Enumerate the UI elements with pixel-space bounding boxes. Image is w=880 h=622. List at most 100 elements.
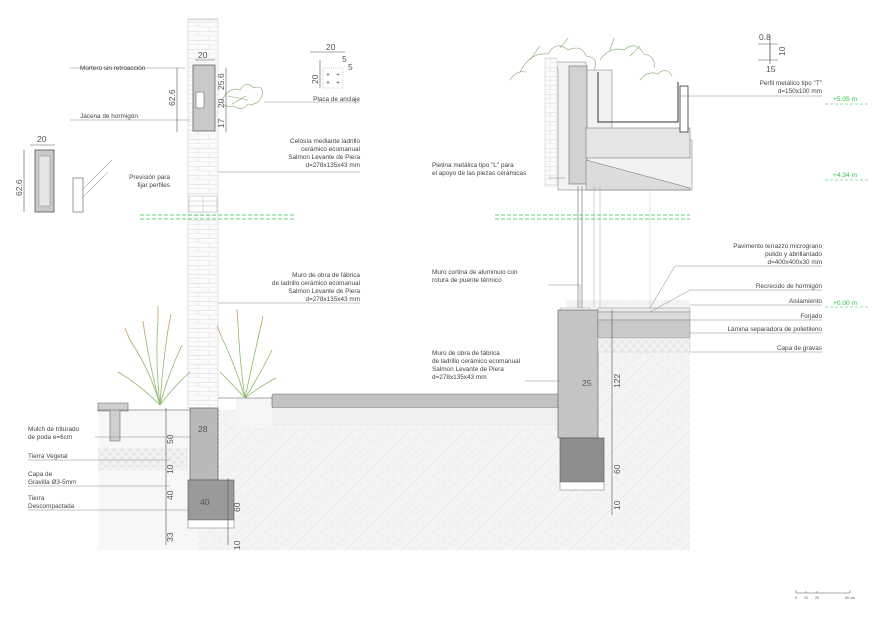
dim-wall-28: 28 bbox=[198, 424, 208, 434]
right-wall-concrete bbox=[557, 309, 599, 439]
scale-20: 20 bbox=[815, 596, 819, 600]
dim-t-10: 10 bbox=[777, 46, 787, 56]
label-cortina-2: rotura de puente térmico bbox=[432, 277, 502, 284]
vine-foliage bbox=[221, 84, 263, 109]
gravel-right bbox=[597, 337, 691, 353]
scale-bar: 0 10 20 50 cm bbox=[795, 590, 855, 600]
label-lamina: Lámina separadora de polietileno bbox=[727, 326, 822, 333]
roof-foliage bbox=[509, 37, 673, 81]
right-section bbox=[509, 37, 778, 550]
label-mulch-2: de poda e=6cm bbox=[28, 434, 72, 441]
label-mortero: Mortero sin retroacción bbox=[80, 65, 146, 72]
curtain-wall bbox=[577, 186, 651, 308]
dim-plate-5a: 5 bbox=[342, 54, 347, 64]
label-prevision-1: Previsión para bbox=[129, 174, 170, 181]
slab-base bbox=[272, 408, 566, 426]
dimension-lines bbox=[23, 36, 771, 545]
dim-base-10: 10 bbox=[165, 464, 175, 474]
dim-base-33: 33 bbox=[165, 532, 175, 542]
label-celosia-4: d=278x135x43 mm bbox=[305, 162, 360, 169]
dim-beam-25-6: 25.6 bbox=[216, 73, 226, 90]
label-tierra-2: Descompactada bbox=[28, 503, 75, 510]
label-pavimento-2: pulido y abrillantado bbox=[765, 251, 822, 258]
dim-detail-20: 20 bbox=[37, 134, 47, 144]
dim-t-0-8: 0.8 bbox=[759, 32, 771, 42]
label-tierra-vegetal: Tierra Vegetal bbox=[28, 453, 68, 460]
anchor-plate bbox=[195, 91, 205, 109]
label-muro2-2: de ladrillo cerámico ecomanual bbox=[432, 358, 520, 365]
profile-plate bbox=[72, 177, 84, 213]
wall-cap bbox=[188, 18, 218, 20]
label-aislamiento: Aislamiento bbox=[789, 298, 822, 305]
plate-detail bbox=[322, 67, 344, 89]
label-pletina-2: el apoyo de las piezas cerámicas bbox=[432, 170, 526, 177]
dim-plate-20: 20 bbox=[326, 42, 336, 52]
dim-brick-20: 20 bbox=[198, 50, 208, 60]
dim-base-40: 40 bbox=[165, 490, 175, 500]
dim-beam-62-6: 62.6 bbox=[167, 89, 177, 106]
label-placa: Placa de anclaje bbox=[313, 96, 360, 103]
label-muro1-2: de ladrillo cerámico ecomanual bbox=[272, 280, 360, 287]
label-gravilla-2: Gravilla Ø3-5mm bbox=[28, 479, 76, 486]
label-muro2-3: Salmon Levante de Piera bbox=[432, 366, 504, 373]
dim-beam-20: 20 bbox=[216, 98, 226, 108]
label-muro2-4: d=278x135x43 mm bbox=[432, 374, 487, 381]
label-muro1-4: d=278x135x43 mm bbox=[305, 296, 360, 303]
dim-base-50: 50 bbox=[165, 434, 175, 444]
dim-base-60: 60 bbox=[232, 502, 242, 512]
gravel-layer-left bbox=[98, 448, 188, 470]
dim-t-15: 15 bbox=[766, 64, 776, 74]
label-celosia-1: Celosía mediante ladrillo bbox=[290, 138, 360, 145]
level-label-434: +4.34 m bbox=[833, 172, 858, 179]
dim-right-25: 25 bbox=[582, 378, 592, 388]
label-tierra-1: Tierra bbox=[28, 495, 45, 502]
roof-concrete bbox=[568, 65, 588, 185]
dimension-texts: 20 62.6 25.6 20 17 20 62.6 20 5 5 20 0.8… bbox=[14, 32, 787, 550]
annotation-labels: Mortero sin retroacción Jácena de hormig… bbox=[28, 65, 822, 510]
label-muro1-3: Salmon Levante de Piera bbox=[288, 288, 360, 295]
label-celosia-3: Salmon Levante de Piera bbox=[288, 154, 360, 161]
label-prevision-2: fijar perfiles bbox=[137, 182, 170, 189]
dim-detail-62-6: 62.6 bbox=[14, 179, 24, 196]
label-pletina-1: Pletina metálica tipo "L" para bbox=[432, 162, 514, 169]
label-recrecido: Recrecido de hormigón bbox=[756, 283, 823, 290]
dim-base-10b: 10 bbox=[232, 540, 242, 550]
step-slab bbox=[271, 393, 567, 409]
dim-wall-40: 40 bbox=[200, 497, 210, 507]
scale-0: 0 bbox=[795, 596, 797, 600]
label-pavimento-1: Pavimento terrazzo micrograno bbox=[733, 243, 822, 250]
foundation-lower bbox=[187, 479, 235, 521]
right-footing bbox=[559, 437, 605, 483]
t-profile bbox=[679, 85, 689, 133]
roof-layers bbox=[585, 127, 691, 159]
scale-10: 10 bbox=[804, 596, 808, 600]
label-capa-gravas: Capa de gravas bbox=[777, 345, 822, 352]
ornamental-grass-right bbox=[216, 308, 277, 399]
label-forjado: Forjado bbox=[800, 313, 822, 320]
label-perfil-t-2: d=150x100 mm bbox=[778, 88, 822, 95]
leader-lines bbox=[28, 95, 822, 511]
label-muro1-1: Muro de obra de fábrica bbox=[292, 272, 360, 279]
dim-beam-17: 17 bbox=[216, 118, 226, 128]
label-pavimento-3: d=400x400x30 mm bbox=[767, 259, 822, 266]
scale-50: 50 cm bbox=[845, 596, 855, 600]
label-perfil-t-1: Perfil metálico tipo "T" bbox=[760, 80, 822, 87]
dim-plate-20-side: 20 bbox=[310, 74, 320, 84]
level-label-000: +0.00 m bbox=[833, 300, 858, 307]
dim-right-10: 10 bbox=[612, 500, 622, 510]
foundation-upper bbox=[189, 407, 219, 481]
dim-right-122: 122 bbox=[612, 374, 622, 388]
label-cortina-1: Muro cortina de aluminuio con bbox=[432, 269, 518, 276]
level-lines: +5.05 m +4.34 m +0.00 m bbox=[140, 96, 870, 308]
foundation-base bbox=[187, 519, 235, 529]
level-label-505: +5.05 m bbox=[833, 96, 858, 103]
dim-plate-5b: 5 bbox=[348, 62, 353, 72]
planter-curb bbox=[97, 402, 129, 442]
roof-soffit bbox=[585, 159, 691, 191]
label-celosia-2: cerámico ecomanual bbox=[301, 146, 360, 153]
label-jacena: Jácena de hormigón bbox=[80, 113, 138, 120]
t-profile-detail bbox=[758, 43, 778, 61]
dim-right-60: 60 bbox=[612, 464, 622, 474]
label-mulch-1: Mulch de triturado bbox=[28, 426, 80, 433]
